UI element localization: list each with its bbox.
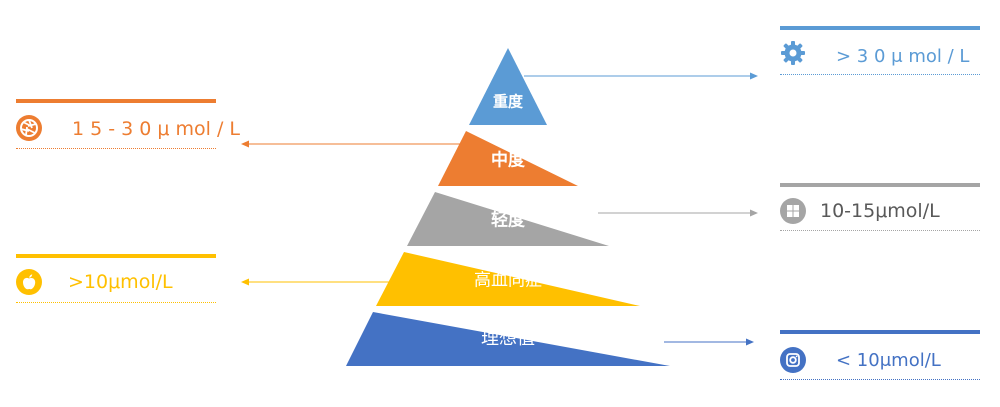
pyramid-tier-severe	[469, 48, 547, 125]
gear-icon	[780, 40, 806, 66]
pyramid-tier-moderate	[438, 131, 578, 186]
pyramid-tier-mild	[407, 192, 609, 246]
callout-severe: > 3 0 μ mol / L	[780, 26, 980, 76]
pyramid-label-elevated: 高血同症	[474, 270, 542, 291]
callout-severe-underline	[780, 74, 980, 75]
callout-ideal-bar	[780, 330, 980, 334]
callout-moderate-underline	[16, 148, 216, 149]
callout-moderate: 1 5 - 3 0 μ mol / L	[16, 99, 240, 151]
callout-mild-bar	[780, 183, 980, 187]
instagram-icon	[780, 347, 806, 373]
arrowhead-ideal	[746, 338, 754, 346]
callout-ideal: < 10μmol/L	[780, 330, 980, 382]
callout-ideal-underline	[780, 379, 980, 380]
callout-severe-bar	[780, 26, 980, 30]
windows-icon	[780, 198, 806, 224]
arrowhead-elevated	[241, 278, 249, 286]
aperture-icon	[16, 115, 42, 141]
callout-elevated-bar	[16, 254, 216, 258]
callout-moderate-value: 1 5 - 3 0 μ mol / L	[72, 118, 241, 140]
apple-icon	[16, 269, 42, 295]
callout-ideal-value: < 10μmol/L	[836, 350, 941, 371]
callout-mild: 10-15μmol/L	[780, 183, 980, 233]
pyramid-label-severe: 重度	[492, 92, 524, 111]
callout-elevated-value: >10μmol/L	[68, 271, 173, 293]
pyramid-tier-ideal	[346, 312, 670, 366]
callout-severe-value: > 3 0 μ mol / L	[836, 46, 970, 67]
callout-elevated: >10μmol/L	[16, 254, 216, 306]
pyramid-label-ideal: 理想值	[481, 328, 535, 349]
callout-moderate-bar	[16, 99, 216, 103]
arrowhead-moderate	[241, 140, 249, 148]
pyramid-label-moderate: 中度	[491, 150, 525, 171]
pyramid-label-mild: 轻度	[491, 210, 525, 231]
callout-mild-value: 10-15μmol/L	[820, 200, 940, 222]
pyramid-tier-elevated	[376, 252, 640, 306]
callout-mild-underline	[780, 230, 980, 231]
arrowhead-severe	[750, 72, 758, 80]
arrowhead-mild	[750, 209, 758, 217]
callout-elevated-underline	[16, 302, 216, 303]
